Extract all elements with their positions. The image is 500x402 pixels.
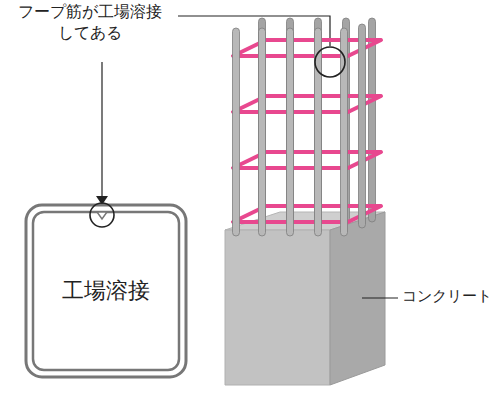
rebar	[233, 28, 240, 236]
concrete-front	[225, 230, 330, 385]
leader-line	[101, 62, 102, 198]
rebar-group	[233, 18, 382, 236]
section-box: 工場溶接	[36, 215, 176, 367]
rebar	[287, 28, 294, 236]
weld-mark	[97, 212, 107, 219]
hoop-section-inner	[33, 212, 179, 370]
rebar	[359, 24, 366, 228]
rebar	[259, 28, 266, 236]
box-label: 工場溶接	[62, 276, 150, 306]
rebar	[369, 18, 376, 222]
detail-circle	[90, 203, 114, 227]
hoop-section-outer	[26, 205, 186, 377]
leader-line	[362, 297, 398, 298]
callout-text: フープ筋が工場溶接 してある	[6, 2, 174, 44]
detail-circle	[315, 47, 345, 77]
material-label: コンクリート	[402, 287, 498, 307]
